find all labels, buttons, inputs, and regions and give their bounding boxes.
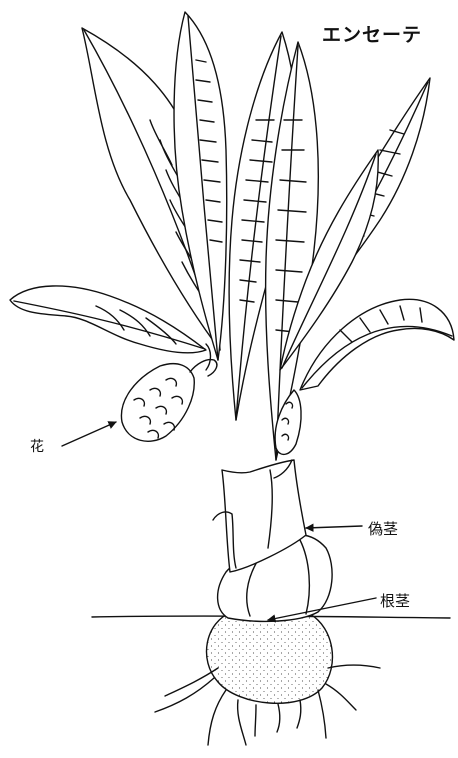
- leaves: [10, 12, 454, 460]
- pseudostem-arrow: [306, 526, 362, 528]
- flower-label: 花: [30, 436, 44, 456]
- rhizome-label: 根茎: [380, 590, 410, 611]
- page-title: エンセーテ: [322, 20, 422, 47]
- flower-cluster-left: [121, 344, 216, 441]
- pseudostem-label: 偽茎: [368, 518, 398, 539]
- flower-arrow: [62, 422, 116, 446]
